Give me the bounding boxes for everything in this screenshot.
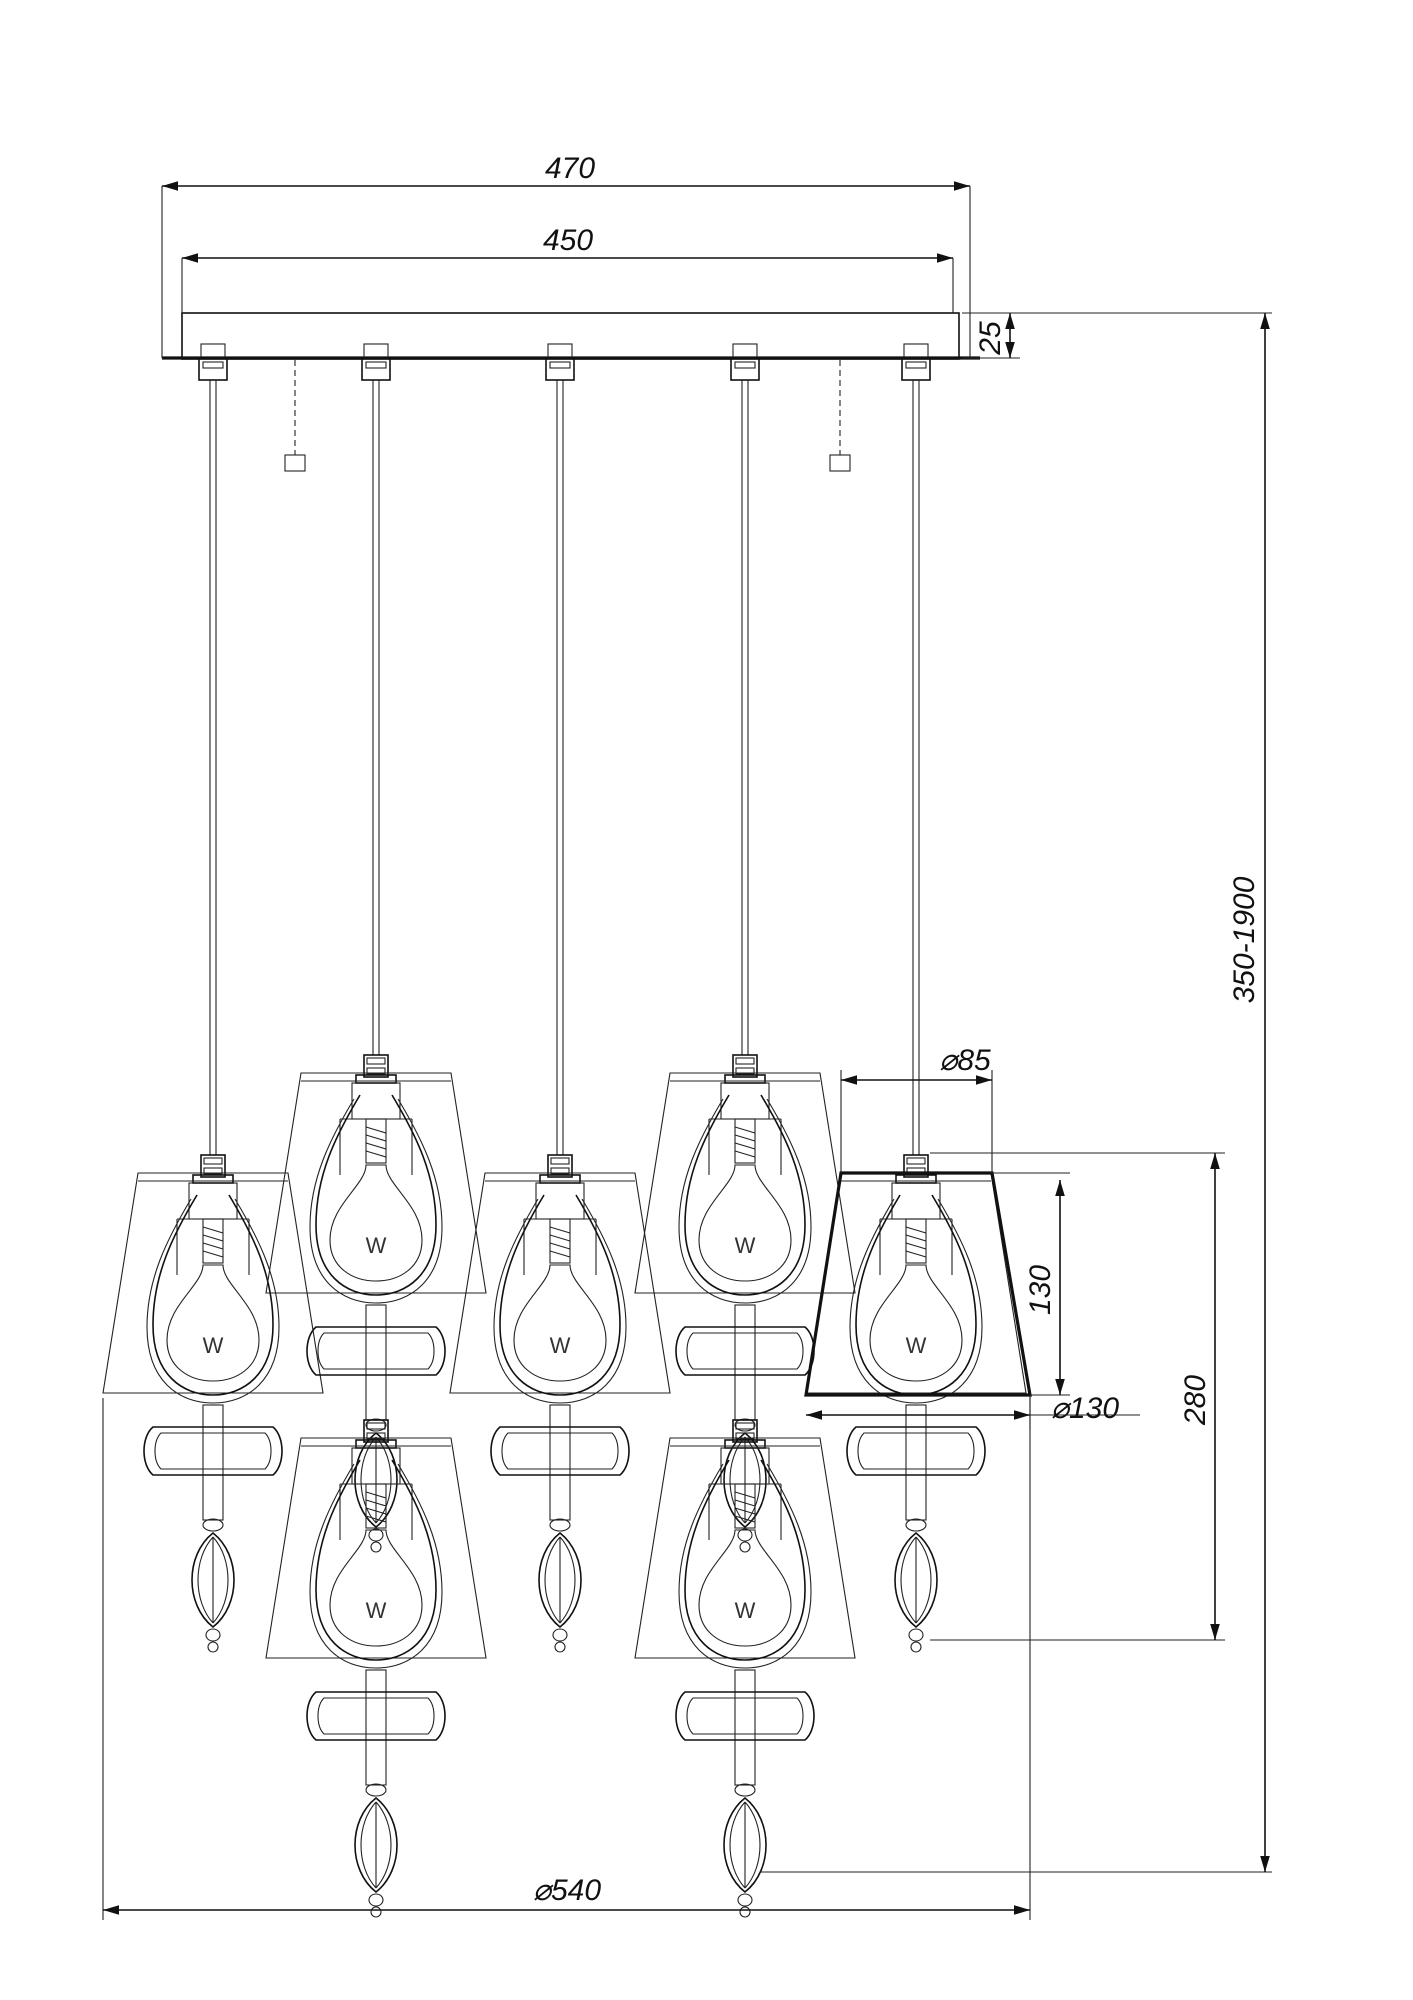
canopy-connector (198, 343, 228, 1155)
dim-shade-height: 130 (992, 1172, 1070, 1396)
pendant-lamp (102, 1154, 324, 1653)
bulb-labels: W W W W W W W (203, 1233, 927, 1623)
bulb-label: W (366, 1233, 387, 1258)
bulb-label: W (203, 1333, 224, 1358)
dim-shade-bottom-label: ⌀130 (1051, 1392, 1119, 1425)
dim-canopy-height: 25 (962, 312, 1020, 359)
pendant-lamp-lower (634, 1419, 856, 1918)
bulb-label: W (906, 1333, 927, 1358)
bulb-label: W (366, 1598, 387, 1623)
dim-shade-top: ⌀85 (840, 1044, 993, 1173)
dim-suspension-length: 350-1900 (760, 312, 1272, 1873)
switch-weights (284, 360, 851, 472)
dim-canopy-height-label: 25 (974, 321, 1007, 356)
pendant-lamp-lower (265, 1419, 487, 1918)
dim-overall-width: 470 (161, 152, 971, 358)
dim-shade-top-label: ⌀85 (939, 1044, 991, 1077)
pendant-lamp (449, 1154, 671, 1653)
bulb-label: W (735, 1233, 756, 1258)
dim-pendant-height: 280 (930, 1152, 1225, 1641)
canopy-connector (901, 343, 931, 1155)
dim-canopy-width: 450 (181, 224, 954, 313)
dim-shade-bottom: ⌀130 (806, 1392, 1140, 1430)
dim-total-diameter-label: ⌀540 (533, 1874, 601, 1907)
pendant-lamps (102, 1054, 1027, 1918)
suspension-cords (198, 343, 931, 1155)
dim-suspension-length-label: 350-1900 (1228, 876, 1261, 1003)
bulb-label: W (550, 1333, 571, 1358)
canopy (162, 312, 980, 360)
canopy-connector (361, 343, 391, 1055)
measured-shade-outline (804, 1171, 1032, 1397)
dim-pendant-height-label: 280 (1179, 1375, 1212, 1426)
canopy-connector (545, 343, 575, 1155)
bulb-label: W (735, 1598, 756, 1623)
pendant-lamp (265, 1054, 487, 1553)
dim-total-diameter: ⌀540 (102, 1395, 1031, 1920)
canopy-connector (730, 343, 760, 1055)
dim-shade-height-label: 130 (1024, 1265, 1057, 1315)
dim-canopy-width-label: 450 (543, 224, 593, 257)
dim-overall-width-label: 470 (545, 152, 595, 185)
pendant-lamp (805, 1154, 1027, 1653)
